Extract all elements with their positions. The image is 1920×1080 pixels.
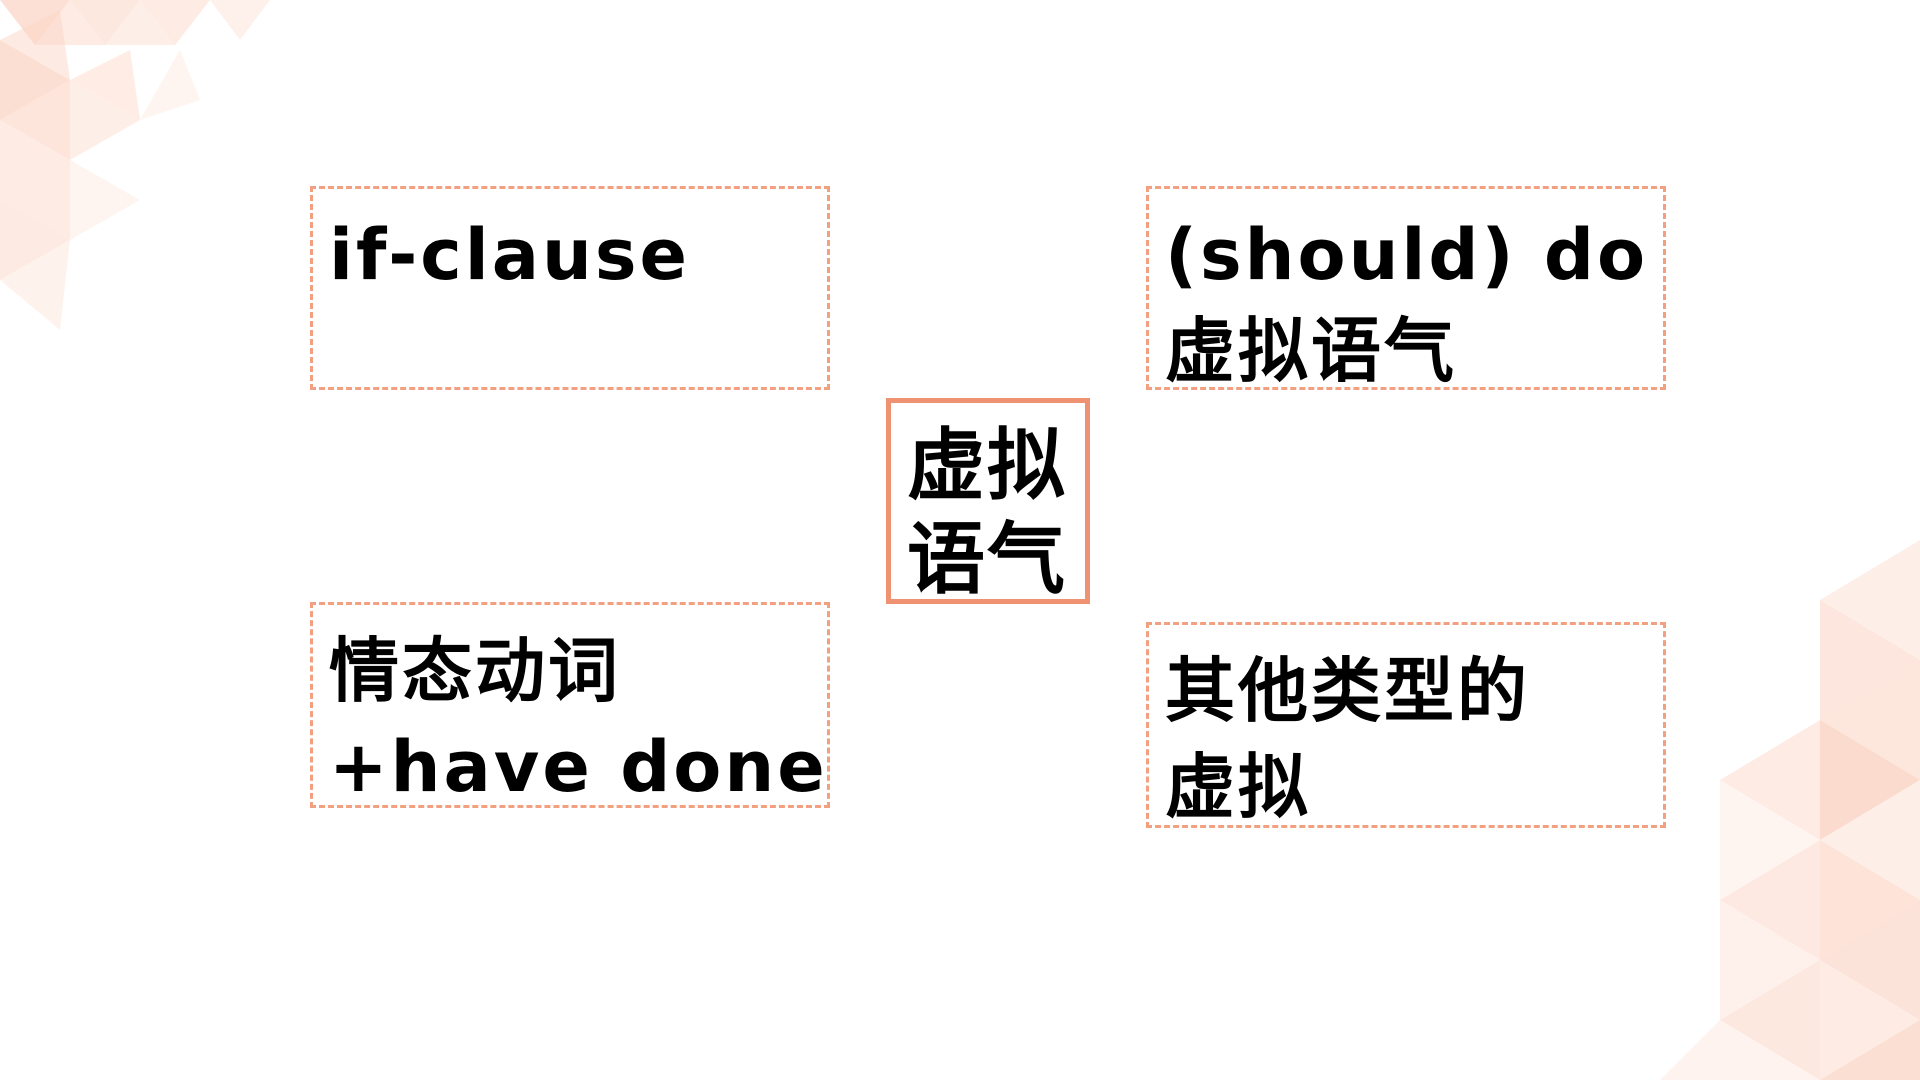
- have-done-label: +have done: [329, 726, 828, 808]
- if-clause-label: if-clause: [329, 214, 690, 296]
- modal-verb-box[interactable]: 情态动词 +have done: [310, 602, 830, 808]
- if-clause-box[interactable]: if-clause: [310, 186, 830, 390]
- triangle-pattern-decoration-top-left: [0, 0, 270, 330]
- other-types-subtitle: 虚拟: [1165, 746, 1311, 828]
- triangle-pattern-decoration-bottom-right: [1660, 540, 1920, 1080]
- center-topic-line-2: 语气: [907, 515, 1068, 605]
- other-types-label: 其他类型的: [1165, 650, 1530, 732]
- should-do-box[interactable]: (should) do 虚拟语气: [1146, 186, 1666, 392]
- should-do-label: (should) do: [1165, 214, 1649, 296]
- center-topic-box[interactable]: 虚拟 语气: [886, 398, 1090, 605]
- center-topic-line-1: 虚拟: [907, 421, 1068, 511]
- should-do-subtitle: 虚拟语气: [1165, 310, 1457, 392]
- modal-verb-label: 情态动词: [329, 630, 621, 712]
- other-types-box[interactable]: 其他类型的 虚拟: [1146, 622, 1666, 828]
